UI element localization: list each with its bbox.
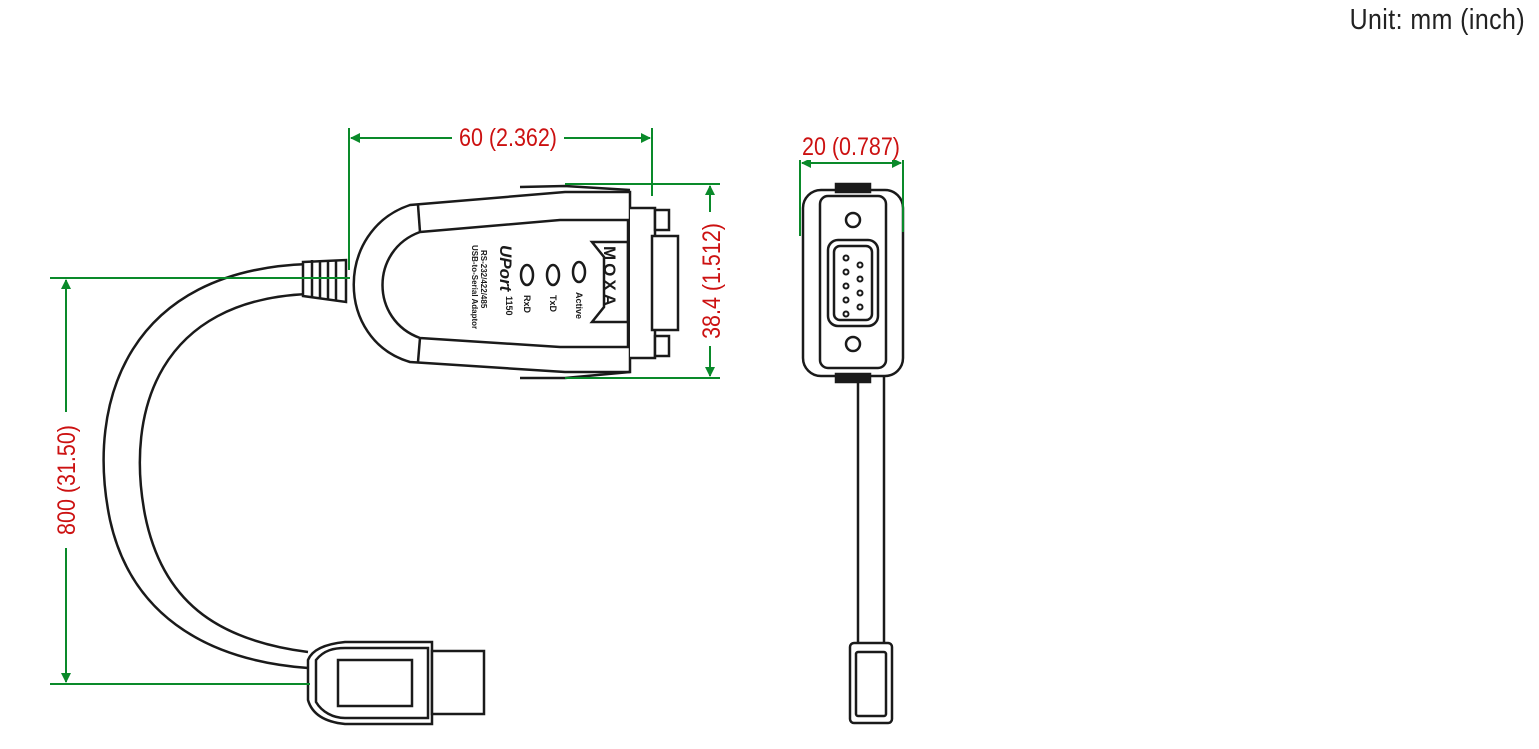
dimension-labels: 60 (2.362) 20 (0.787) 38.4 (1.512) 800 (… [52,122,914,548]
description-line-2: USB-to-Serial Adaptor [470,245,479,329]
cable-strain-relief [301,258,348,304]
usb-cable-inner [138,292,309,654]
db9-face [826,238,880,328]
front-view [102,184,680,726]
cable-length-dimension-label: 800 (31.50) [52,425,80,535]
led-active-icon [571,260,587,284]
device-printed-text: MOXA UPort 1150 RS-232/422/485 USB-to-Se… [470,245,619,329]
led-rxd-icon [519,263,535,287]
led-txd-icon [545,263,561,287]
description-line-1: RS-232/422/485 [479,250,488,309]
led-active-label: Active [574,292,584,319]
led-rxd-label: RxD [522,295,532,314]
width-dimension-label: 60 (2.362) [459,123,557,151]
height-dimension-label: 38.4 (1.512) [697,223,725,339]
brand-logo-text: MOXA [600,246,619,309]
usb-cable-outer [102,262,309,670]
db9-connector-plug [650,234,680,332]
side-view [801,182,905,725]
moxa-label-plate [589,240,630,324]
depth-dimension-label: 20 (0.787) [802,132,900,160]
side-usb-plug [848,641,894,725]
device-body-inner [381,218,630,349]
device-body-outer [352,190,632,374]
screw-top-icon [844,211,862,229]
screw-bottom-icon [844,335,862,353]
led-txd-label: TxD [548,295,558,313]
product-line-text: UPort [496,245,515,293]
usb-plug-metal [430,649,486,716]
unit-label: Unit: mm (inch) [1349,4,1525,36]
db9-pins [842,254,864,318]
usb-plug-label-area [336,658,414,708]
side-body [801,188,905,378]
model-text: 1150 [504,296,514,316]
